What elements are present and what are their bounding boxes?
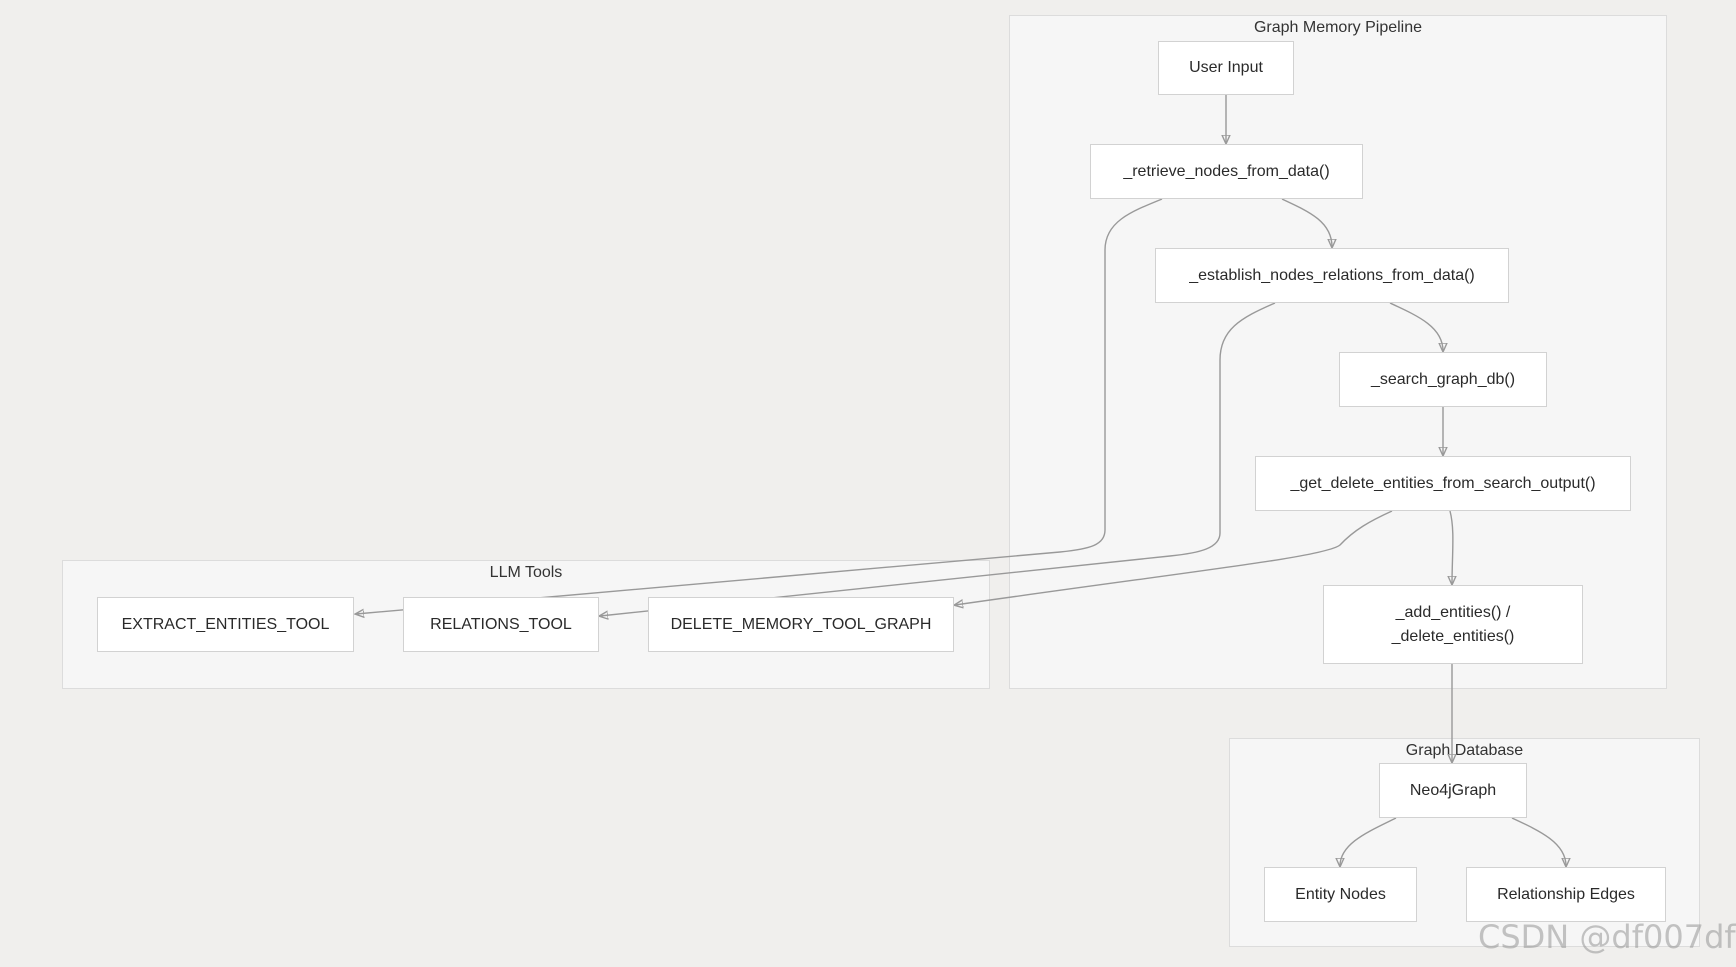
node-relationship-edges[interactable]: Relationship Edges [1466,867,1666,922]
node-establish-relations[interactable]: _establish_nodes_relations_from_data() [1155,248,1509,303]
node-entity-nodes[interactable]: Entity Nodes [1264,867,1417,922]
node-extract-entities-tool[interactable]: EXTRACT_ENTITIES_TOOL [97,597,354,652]
node-add-delete-entities[interactable]: _add_entities() / _delete_entities() [1323,585,1583,664]
watermark: CSDN @df007df [1478,918,1736,956]
node-retrieve-nodes[interactable]: _retrieve_nodes_from_data() [1090,144,1363,199]
node-user-input[interactable]: User Input [1158,41,1294,95]
group-title-llm-tools: LLM Tools [489,564,563,581]
group-title-pipeline: Graph Memory Pipeline [1253,19,1423,36]
node-get-delete-entities[interactable]: _get_delete_entities_from_search_output(… [1255,456,1631,511]
group-title-graph-db: Graph Database [1405,742,1524,759]
node-search-graph-db[interactable]: _search_graph_db() [1339,352,1547,407]
node-neo4j-graph[interactable]: Neo4jGraph [1379,763,1527,818]
node-relations-tool[interactable]: RELATIONS_TOOL [403,597,599,652]
node-delete-memory-tool[interactable]: DELETE_MEMORY_TOOL_GRAPH [648,597,954,652]
